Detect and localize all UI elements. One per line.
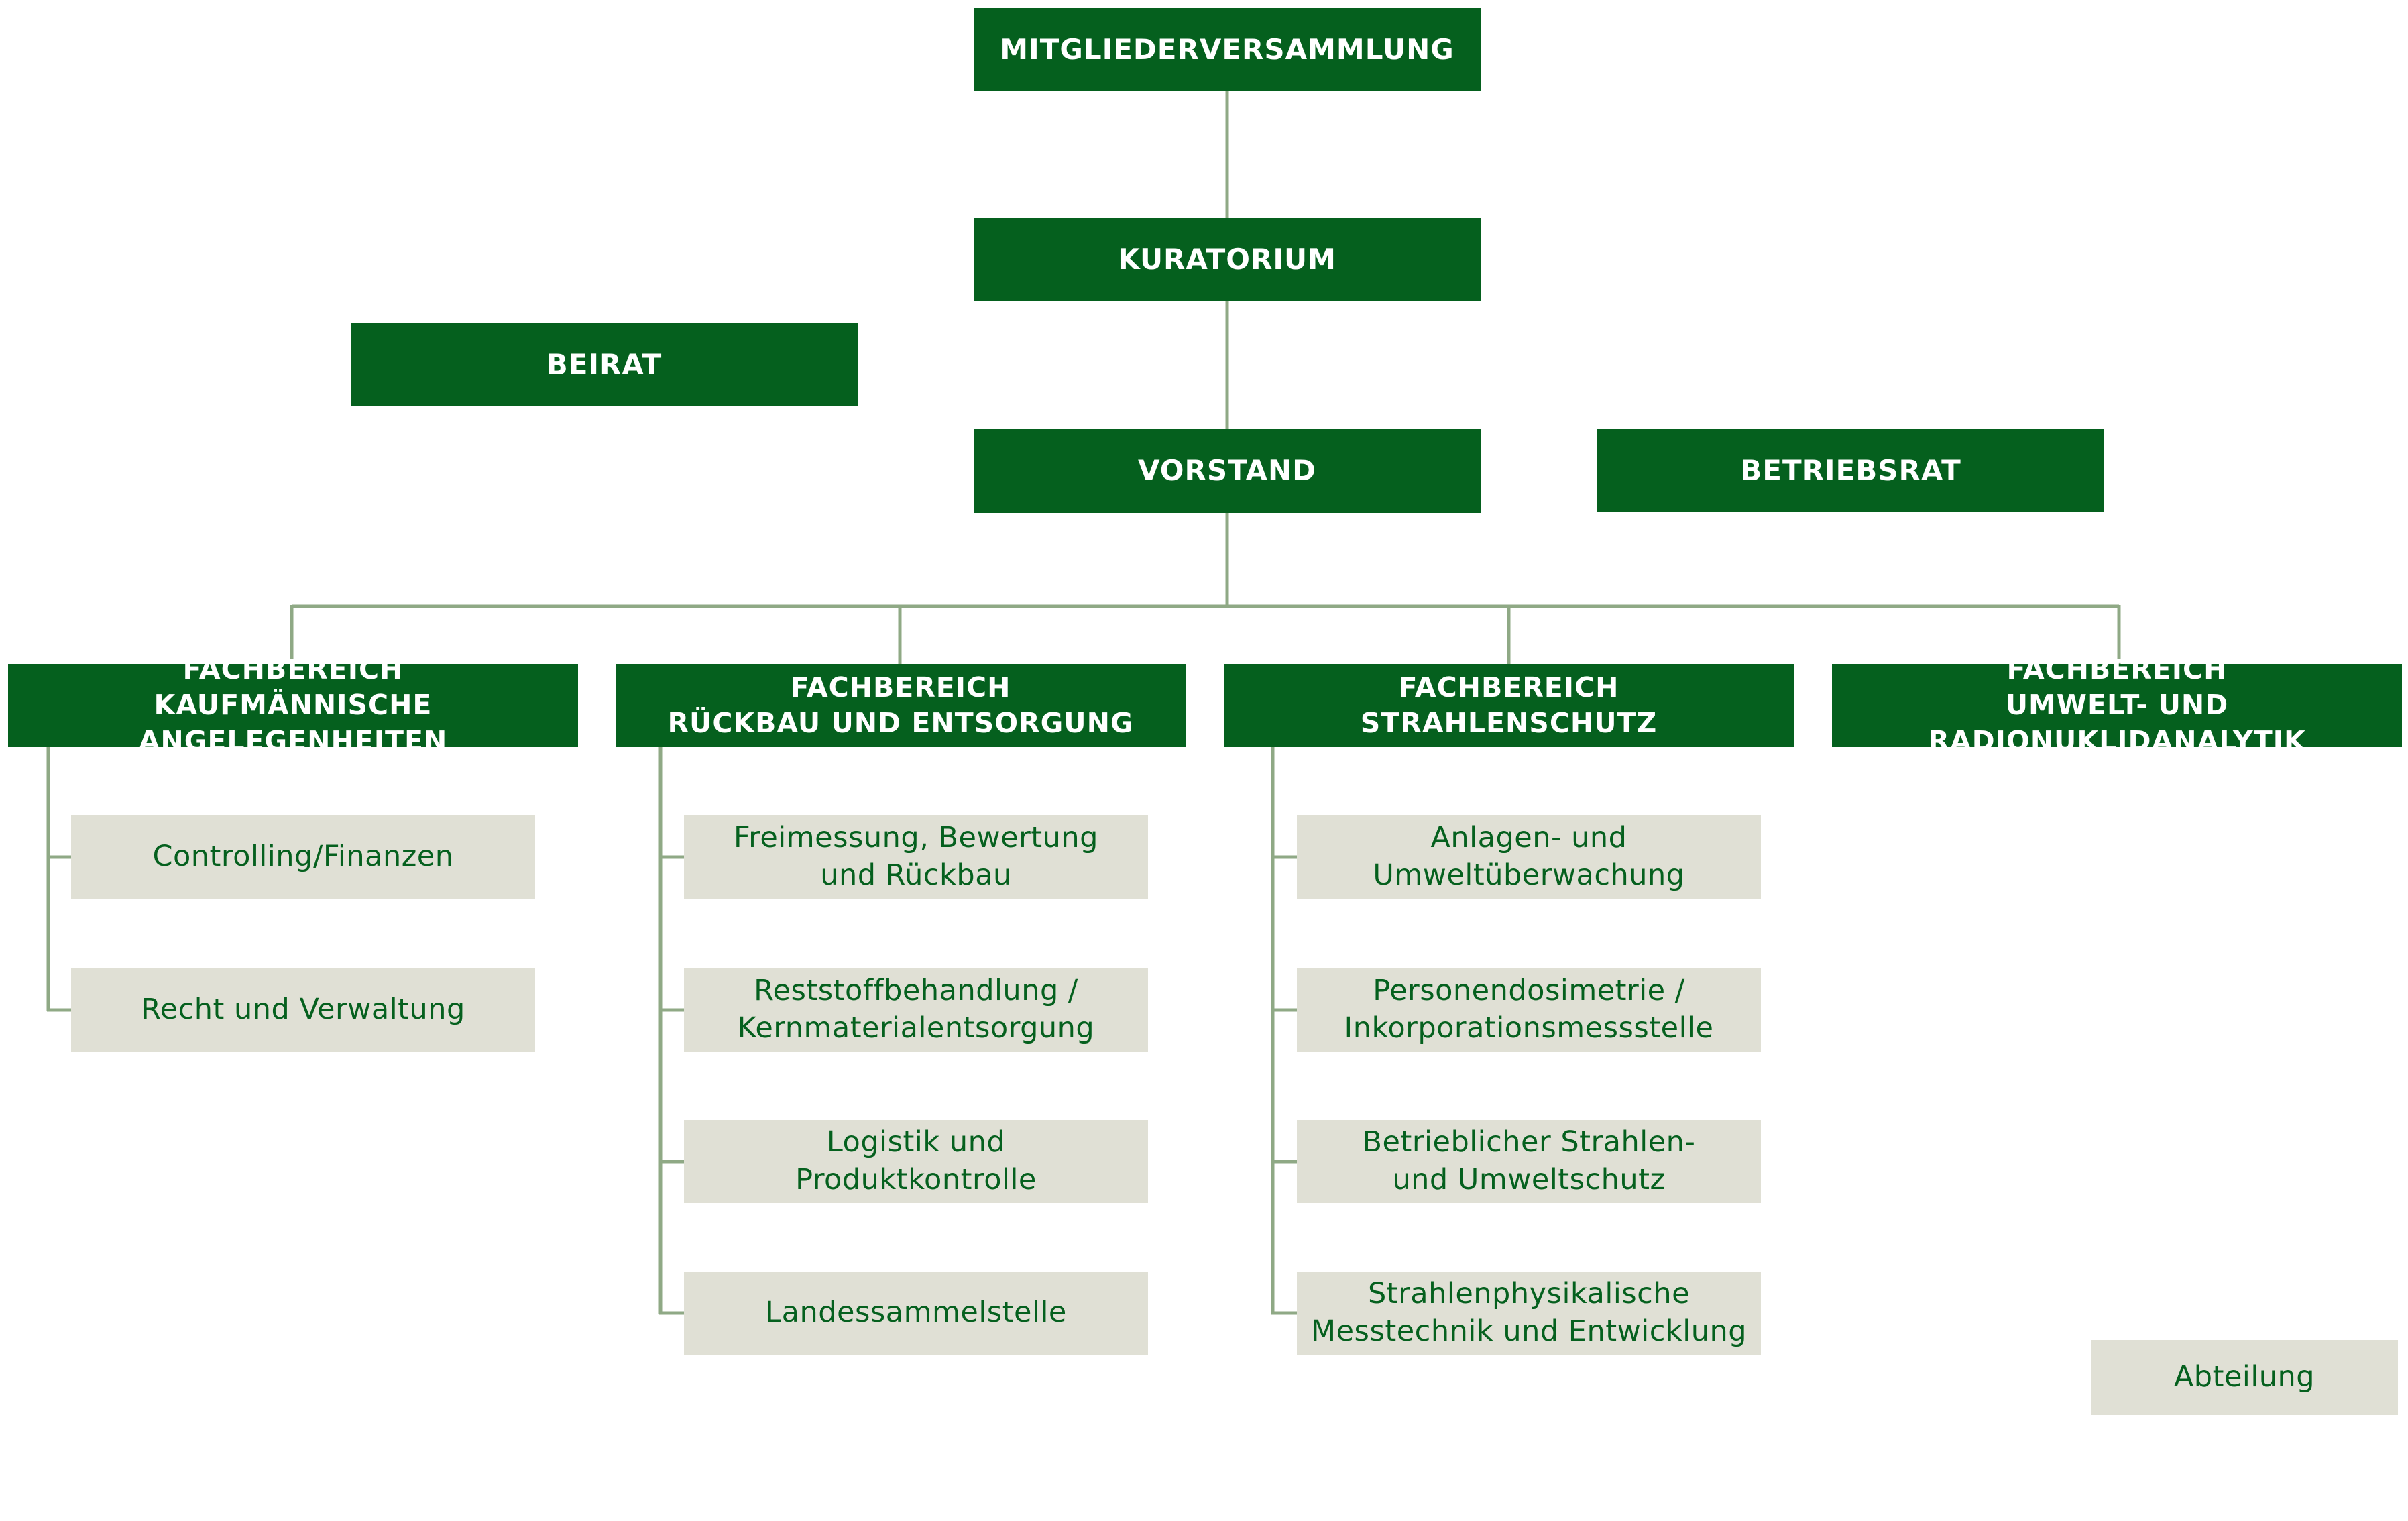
fachbereich-label: FACHBEREICH [182,653,404,686]
mitgliederversammlung-box: MITGLIEDERVERSAMMLUNG [974,8,1481,91]
vorstand-label: VORSTAND [1138,454,1316,488]
department-betrieblicher-strahlen-umweltschutz: Betrieblicher Strahlen- und Umweltschutz [1297,1120,1761,1203]
department-reststoffbehandlung-kernmaterialentsorgung: Reststoffbehandlung / Kernmaterialentsor… [684,968,1148,1052]
legend-label: Abteilung [2173,1360,2315,1394]
department-label-line2: Inkorporationsmessstelle [1344,1011,1714,1045]
betriebsrat-box: BETRIEBSRAT [1597,429,2104,512]
department-label: Landessammelstelle [765,1296,1067,1330]
legend-abteilung: Abteilung [2091,1340,2398,1415]
kuratorium-box: KURATORIUM [974,218,1481,301]
department-label-line1: Freimessung, Bewertung [734,821,1098,855]
department-label-line1: Reststoffbehandlung / [754,974,1078,1008]
kuratorium-label: KURATORIUM [1118,242,1336,276]
department-anlagen-umweltueberwachung: Anlagen- und Umweltüberwachung [1297,815,1761,899]
department-label-line2: und Umweltschutz [1392,1163,1666,1196]
fachbereich-label: FACHBEREICH [790,671,1011,703]
mitgliederversammlung-label: MITGLIEDERVERSAMMLUNG [1000,32,1454,66]
department-recht-und-verwaltung: Recht und Verwaltung [71,968,535,1052]
department-label-line2: und Rückbau [820,858,1012,892]
department-label-line2: Kernmaterialentsorgung [737,1011,1095,1045]
department-label: Recht und Verwaltung [141,993,465,1027]
department-label-line1: Anlagen- und [1430,821,1627,855]
beirat-label: BEIRAT [546,347,663,381]
department-label-line1: Personendosimetrie / [1373,974,1685,1008]
department-controlling-finanzen: Controlling/Finanzen [71,815,535,899]
department-label-line2: Produktkontrolle [795,1163,1037,1196]
fachbereich-umwelt-und-radionuklidanalytik: FACHBEREICH UMWELT- UND RADIONUKLIDANALY… [1832,653,2402,757]
department-personendosimetrie-inkorporationsmessstelle: Personendosimetrie / Inkorporationsmesss… [1297,968,1761,1052]
fachbereich-title: KAUFMÄNNISCHE ANGELEGENHEITEN [138,689,448,757]
fachbereich-title: UMWELT- UND RADIONUKLIDANALYTIK [1928,689,2306,757]
fachbereich-kaufmaennische-angelegenheiten: FACHBEREICH KAUFMÄNNISCHE ANGELEGENHEITE… [8,653,578,757]
fachbereich-strahlenschutz: FACHBEREICH STRAHLENSCHUTZ [1224,664,1794,747]
department-strahlenphysikalische-messtechnik: Strahlenphysikalische Messtechnik und En… [1297,1272,1761,1355]
department-label-line1: Logistik und [826,1125,1006,1160]
department-label-line2: Umweltüberwachung [1373,858,1685,892]
department-label: Controlling/Finanzen [152,840,454,874]
department-logistik-produktkontrolle: Logistik und Produktkontrolle [684,1120,1148,1203]
fachbereich-label: FACHBEREICH [2006,653,2228,686]
department-label-line1: Strahlenphysikalische [1367,1277,1690,1311]
fachbereich-label: FACHBEREICH [1398,671,1619,703]
fachbereich-title: STRAHLENSCHUTZ [1360,707,1658,739]
fachbereich-rueckbau-und-entsorgung: FACHBEREICH RÜCKBAU UND ENTSORGUNG [616,664,1186,747]
vorstand-box: VORSTAND [974,429,1481,513]
beirat-box: BEIRAT [351,323,858,406]
department-landessammelstelle: Landessammelstelle [684,1272,1148,1355]
fachbereich-title: RÜCKBAU UND ENTSORGUNG [667,707,1134,739]
betriebsrat-label: BETRIEBSRAT [1740,453,1961,487]
department-label-line2: Messtechnik und Entwicklung [1311,1314,1747,1348]
department-freimessung-bewertung-rueckbau: Freimessung, Bewertung und Rückbau [684,815,1148,899]
department-label-line1: Betrieblicher Strahlen- [1362,1125,1696,1160]
